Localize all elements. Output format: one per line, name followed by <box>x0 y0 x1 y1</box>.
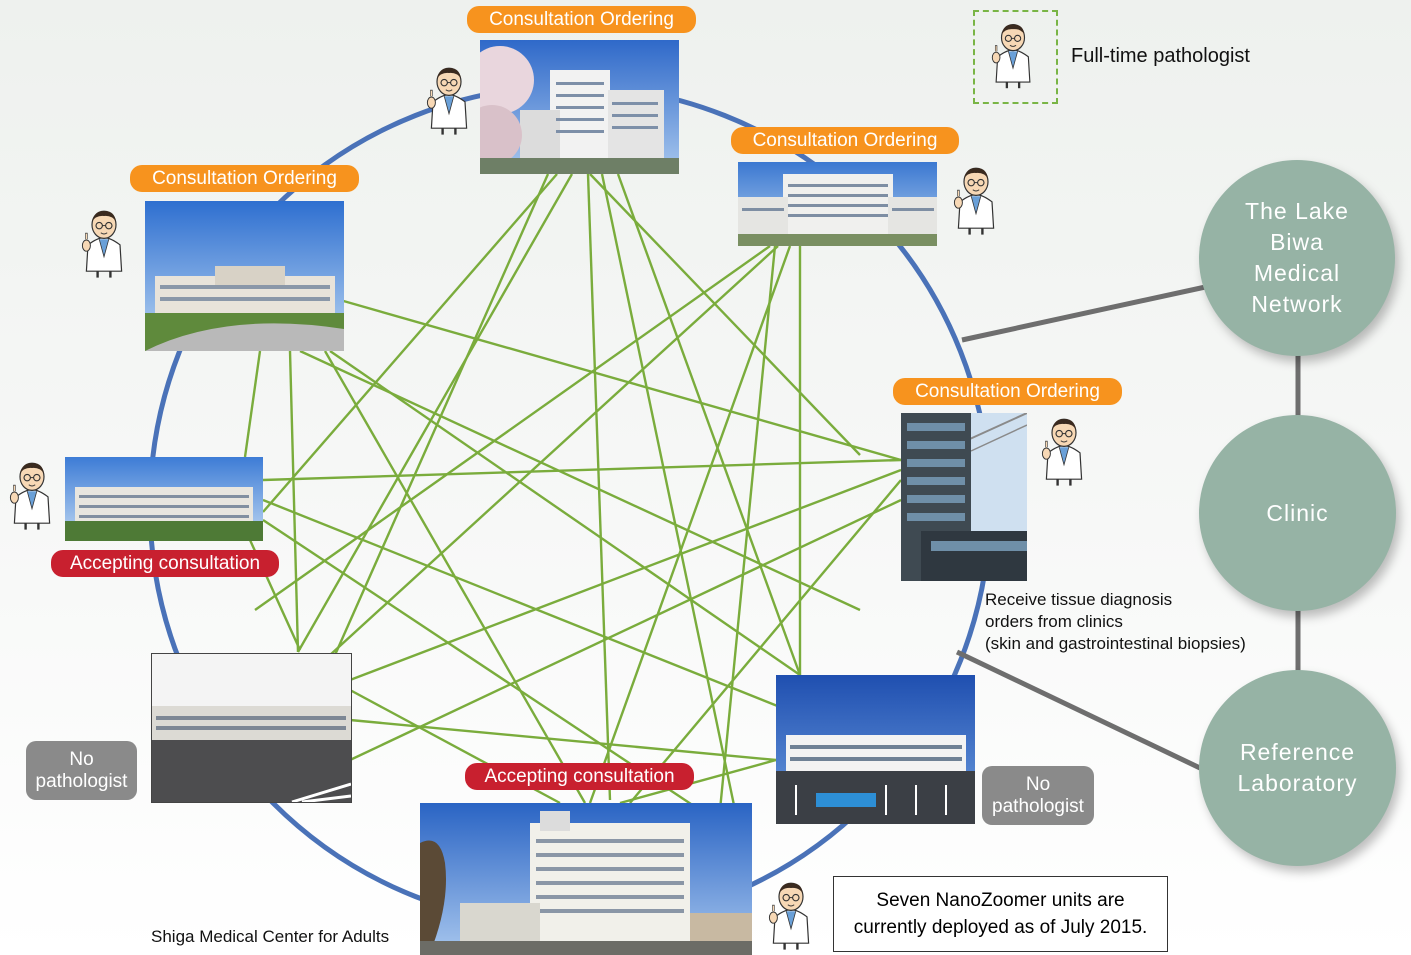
consultation-link-line <box>629 479 902 804</box>
network-node-label: Reference Laboratory <box>1237 739 1358 796</box>
consultation-link-line <box>333 173 550 656</box>
accepting-consultation-badge-left: Accepting consultation <box>51 550 279 577</box>
consultation-ordering-badge-upper-left: Consultation Ordering <box>130 165 359 192</box>
no-pathologist-text: No pathologist <box>992 773 1084 817</box>
deployment-note-line: Seven NanoZoomer units are <box>876 890 1125 911</box>
doctor-icon <box>9 461 51 531</box>
consultation-link-line <box>262 519 701 811</box>
legend-label: Full-time pathologist <box>1071 45 1250 67</box>
hospital-photo-top <box>480 40 679 174</box>
hospital-photo-bottom <box>420 803 752 955</box>
deployment-note: Seven NanoZoomer units are currently dep… <box>833 876 1168 952</box>
clinic-note-line: orders from clinics <box>985 612 1123 631</box>
no-pathologist-badge-right: No pathologist <box>982 766 1094 825</box>
consultation-link-line <box>262 458 902 482</box>
consultation-link-line <box>254 245 771 611</box>
consultation-link-line <box>299 349 861 612</box>
clinic-note: Receive tissue diagnosis orders from cli… <box>985 589 1246 655</box>
consultation-link-line <box>329 245 779 656</box>
bottom-hospital-label: Shiga Medical Center for Adults <box>151 927 390 946</box>
doctor-icon <box>953 166 995 236</box>
consultation-link-line <box>589 173 861 456</box>
network-node-label: The Lake Biwa Medical Network <box>1245 198 1349 317</box>
consultation-link-line <box>616 173 802 676</box>
consultation-ordering-badge-right: Consultation Ordering <box>893 378 1122 405</box>
clinic-note-line: (skin and gastrointestinal biopsies) <box>985 634 1246 653</box>
hospital-photo-lower-left <box>151 653 352 803</box>
doctor-icon <box>81 209 123 279</box>
consultation-link-line <box>243 350 262 458</box>
hospital-photo-left <box>65 457 263 541</box>
doctor-icon <box>768 881 810 951</box>
accepting-consultation-badge-bottom: Accepting consultation <box>465 763 694 790</box>
consultation-link-line <box>349 718 777 762</box>
clinic-note-line: Receive tissue diagnosis <box>985 590 1173 609</box>
consultation-link-line <box>588 245 792 804</box>
consultation-link-line <box>329 350 801 676</box>
network-node-lake-biwa: The Lake Biwa Medical Network <box>1199 160 1395 356</box>
hospital-photo-lower-right <box>776 675 975 824</box>
consultation-ordering-badge-upper-right: Consultation Ordering <box>731 127 959 154</box>
hospital-photo-upper-left <box>145 201 344 351</box>
no-pathologist-text: No pathologist <box>35 748 128 792</box>
legend-box <box>973 10 1058 104</box>
hospital-photo-upper-right <box>738 162 937 246</box>
deployment-note-line: currently deployed as of July 2015. <box>853 917 1148 938</box>
consultation-link-line <box>339 298 902 462</box>
doctor-icon <box>426 66 468 136</box>
network-node-reference-laboratory: Reference Laboratory <box>1199 670 1396 866</box>
connector-line <box>955 649 1202 771</box>
network-node-label: Clinic <box>1266 499 1329 526</box>
doctor-icon <box>991 23 1032 90</box>
doctor-icon <box>1041 417 1083 487</box>
network-node-clinic: Clinic <box>1199 415 1396 611</box>
connector-line <box>961 283 1211 343</box>
consultation-links <box>243 173 902 811</box>
consultation-link-line <box>586 173 612 801</box>
hospital-photo-right <box>901 413 1027 581</box>
consultation-link-line <box>619 758 777 805</box>
consultation-link-line <box>288 350 300 653</box>
consultation-link-line <box>349 498 902 762</box>
consultation-link-line <box>349 468 902 682</box>
no-pathologist-badge-left: No pathologist <box>26 741 137 800</box>
consultation-link-line <box>262 173 558 513</box>
consultation-ordering-badge-top: Consultation Ordering <box>467 6 696 33</box>
consultation-link-line <box>262 498 801 717</box>
